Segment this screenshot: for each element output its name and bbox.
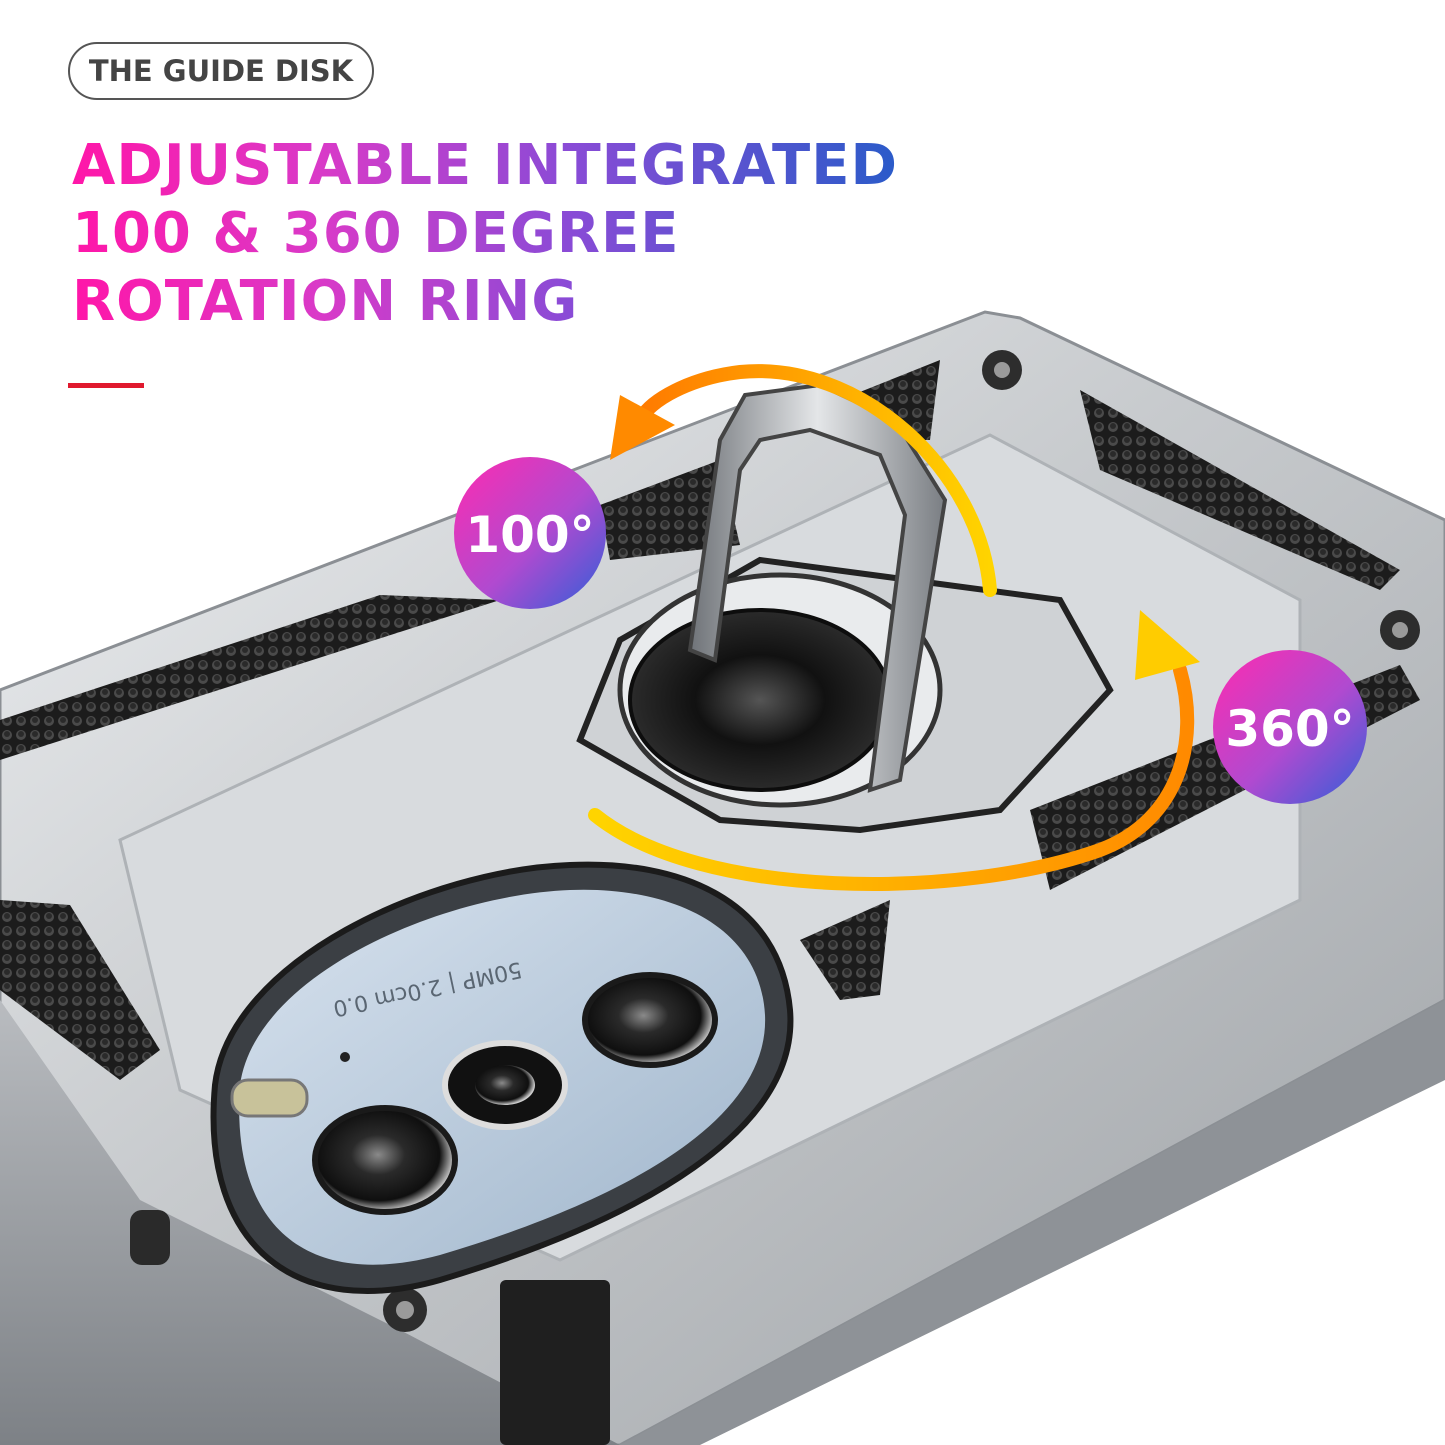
angle-badge-360-label: 360°: [1225, 700, 1354, 758]
brand-badge: THE GUIDE DISK: [68, 42, 374, 100]
camera-lens-icon: [312, 1105, 458, 1215]
grip-panel-center-lower: [800, 900, 890, 1000]
grip-panel-top-left: [0, 595, 500, 760]
ring-holder-icon: [617, 382, 948, 808]
brand-badge-label: THE GUIDE DISK: [88, 54, 354, 88]
rotation-arrow-icon: [610, 364, 997, 597]
angle-badge-100-label: 100°: [465, 506, 594, 564]
grip-panel-left-lower: [0, 900, 160, 1080]
side-port: [130, 1210, 170, 1265]
camera-mic-hole: [340, 1052, 350, 1062]
side-button-cutout: [500, 1280, 610, 1445]
case-side-wall-right: [620, 1000, 1445, 1445]
grip-panel-right-upper: [1080, 390, 1400, 590]
angle-badge-100: 100°: [454, 457, 606, 609]
accent-rule: [68, 383, 144, 388]
case-side-wall: [0, 1000, 620, 1445]
camera-module: 50MP | 2.0cm 0.0: [210, 861, 794, 1294]
rotation-arrow-icon: [588, 610, 1200, 891]
screw-icon: [383, 1288, 427, 1332]
screw-icon: [1380, 610, 1420, 650]
camera-flash: [230, 1078, 309, 1118]
angle-badge-360: 360°: [1213, 650, 1367, 804]
camera-lens-icon: [582, 972, 718, 1068]
camera-lens-icon: [442, 1040, 568, 1130]
screw-icon: [982, 350, 1022, 390]
